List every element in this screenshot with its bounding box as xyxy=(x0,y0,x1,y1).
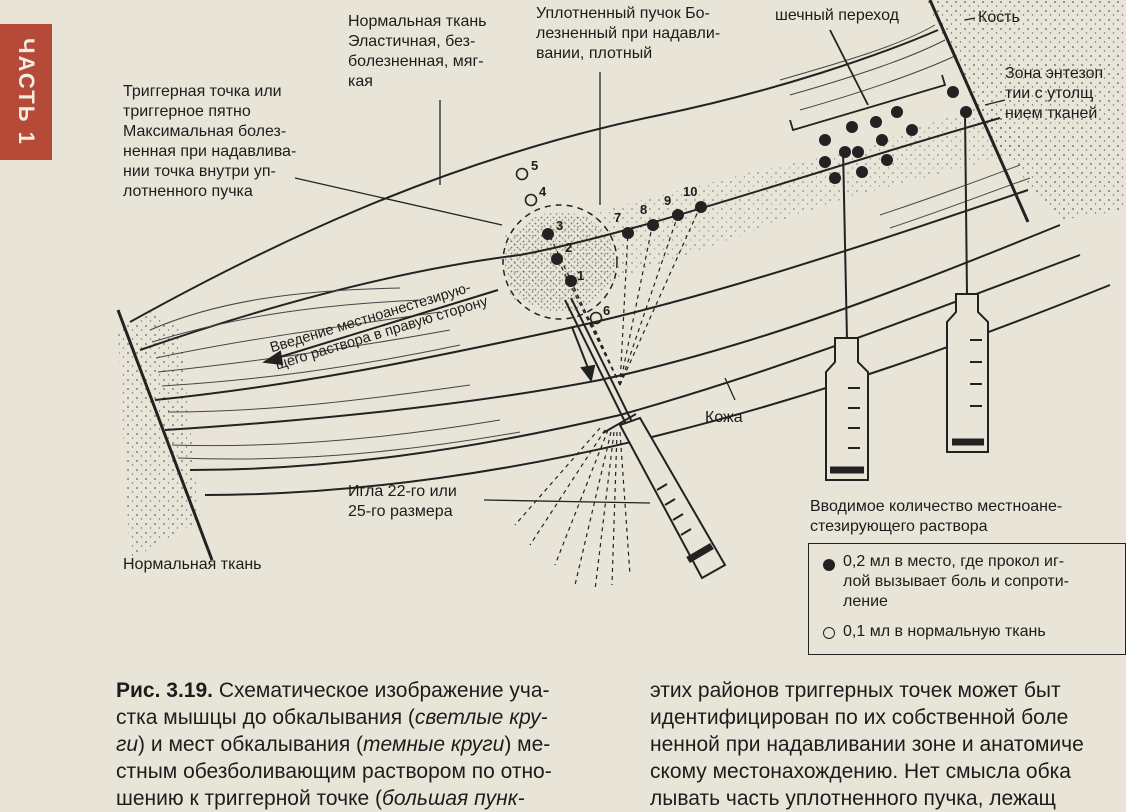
point-number-10: 10 xyxy=(683,184,698,199)
label-bone: Кость xyxy=(978,9,1020,26)
legend-light-item: 0,1 мл в нормальную ткань xyxy=(843,623,1046,640)
normal-tissue-sites xyxy=(515,167,603,325)
label-skin: Кожа xyxy=(705,409,743,426)
legend-dark-item: 0,2 мл в место, где прокол иг- лой вызыв… xyxy=(843,553,1069,610)
light-dot-icon xyxy=(823,627,835,639)
point-number-8: 8 xyxy=(640,202,648,217)
label-transition: шечный переход xyxy=(775,7,899,24)
trigger-zone-circle xyxy=(502,204,618,320)
point-number-6: 6 xyxy=(603,303,611,318)
boundary-left xyxy=(116,309,214,561)
caption-line3i2: темные круги xyxy=(363,733,505,756)
needle-arrow xyxy=(571,326,596,383)
chapter-tab: ЧАСТЬ 1 xyxy=(0,24,52,160)
caption-line4: стным обезболивающим раствором по отно- xyxy=(116,760,552,783)
caption-line3i: ги xyxy=(116,733,139,756)
bone-line xyxy=(928,0,1030,223)
transition-bracket xyxy=(789,29,947,132)
body-text-line: лывать часть уплотненного пучка, лежащ xyxy=(650,787,1056,810)
caption-line5a: шению к триггерной точке ( xyxy=(116,787,383,810)
caption-line2a: стка мышцы до обкалывания ( xyxy=(116,706,415,729)
body-text-line: этих районов триггерных точек может быт xyxy=(650,679,1061,702)
right-syringe-1 xyxy=(825,147,869,481)
leader-lines xyxy=(294,17,1006,504)
caption-line1: Схематическое изображение уча- xyxy=(212,679,550,702)
main-syringe xyxy=(564,297,727,580)
point-number-4: 4 xyxy=(539,184,547,199)
point-number-9: 9 xyxy=(664,193,672,208)
point-number-5: 5 xyxy=(531,158,539,173)
label-needle: Игла 22-го или 25-го размера xyxy=(348,483,457,520)
legend-title: Вводимое количество местноане- стезирующ… xyxy=(810,498,1063,535)
injection-sites xyxy=(542,86,972,287)
body-text-line: идентифицирован по их собственной боле xyxy=(650,706,1069,729)
injection-fan xyxy=(514,206,701,591)
body-text-line: скому местонахождению. Нет смысла обка xyxy=(650,760,1071,783)
body-text-line: ненной при надавливании зоне и анатомиче xyxy=(650,733,1084,756)
stipple-areas xyxy=(118,0,1126,560)
label-trigger-point: Триггерная точка или триггерное пятно Ма… xyxy=(123,83,297,200)
direction-arrow xyxy=(262,289,499,366)
point-number-3: 3 xyxy=(556,218,564,233)
caption-line5i: большая пунк- xyxy=(382,787,525,810)
caption-line3c: ) ме- xyxy=(504,733,551,756)
right-syringe-2 xyxy=(946,111,989,453)
muscle-diagram xyxy=(116,0,1126,591)
point-number-2: 2 xyxy=(565,240,573,255)
caption-line3b: ) и мест обкалывания ( xyxy=(138,733,364,756)
muscle-fibers-left xyxy=(149,287,521,460)
legend-box: 0,2 мл в место, где прокол иг- лой вызыв… xyxy=(808,543,1126,655)
figure-label: Рис. 3.19. xyxy=(116,679,213,702)
label-enthesopathy: Зона энтезоп тии с утолщ нием тканей xyxy=(1005,65,1104,122)
label-compact-bundle: Уплотненный пучок Бо- лезненный при нада… xyxy=(536,5,721,62)
caption-line2i: светлые кру- xyxy=(414,706,548,729)
point-number-1: 1 xyxy=(577,268,585,283)
dark-dot-icon xyxy=(823,559,835,571)
label-normal-tissue-top: Нормальная ткань Эластичная, без- болезн… xyxy=(348,13,487,90)
point-number-7: 7 xyxy=(614,210,622,225)
label-normal-tissue-bottom: Нормальная ткань xyxy=(123,556,262,573)
